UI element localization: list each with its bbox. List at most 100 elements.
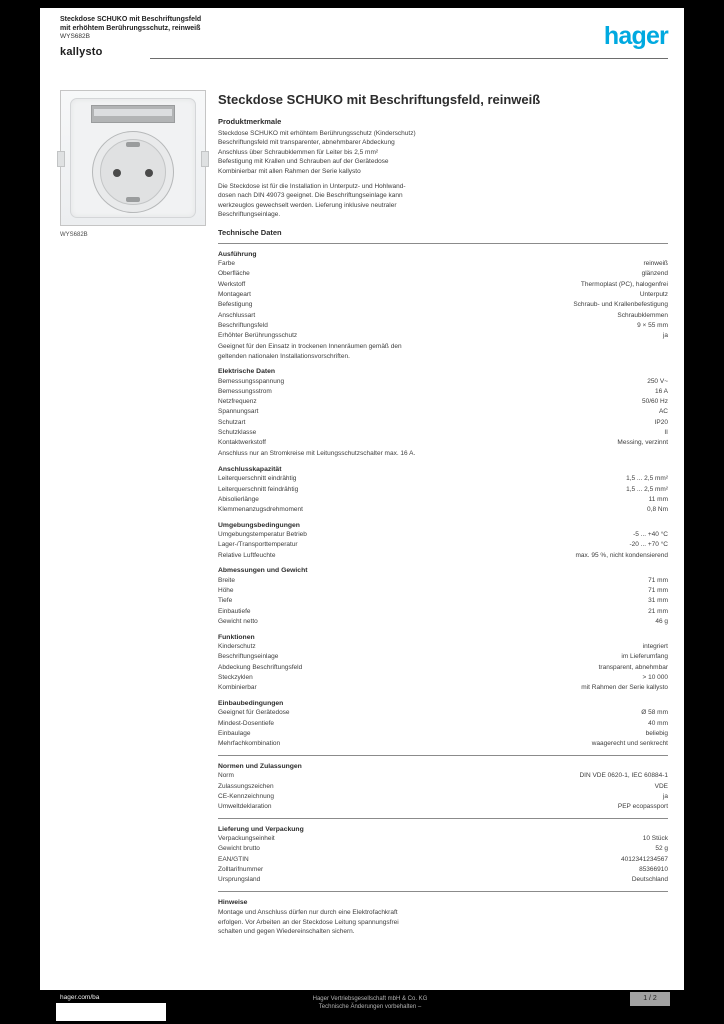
- spec-value: Deutschland: [631, 876, 668, 884]
- spec-value: 16 A: [654, 387, 668, 395]
- spec-label: Netzfrequenz: [218, 398, 257, 406]
- spec-label: Mindest-Dosentiefe: [218, 719, 274, 727]
- spec-label: Umgebungstemperatur Betrieb: [218, 531, 307, 539]
- section-heading: Hinweise: [218, 898, 248, 906]
- spec-value: ja: [662, 332, 668, 340]
- spec-value: Schraubklemmen: [617, 311, 668, 319]
- feature-line: Kombinierbar mit allen Rahmen der Serie …: [218, 167, 361, 175]
- spec-label: Anschlussart: [218, 311, 256, 319]
- footer-url: hager.com/ba: [60, 994, 100, 1001]
- section-divider: [218, 817, 668, 819]
- spec-label: Mehrfachkombination: [218, 740, 281, 748]
- spec-value: 4012341234567: [621, 855, 668, 863]
- spec-note: schalten und gegen Wiedereinschalten sic…: [218, 927, 355, 935]
- socket-recess: [92, 131, 174, 213]
- spec-label: Breite: [218, 576, 235, 584]
- tech-data-heading: Technische Daten: [218, 227, 282, 237]
- spec-label: EAN/GTIN: [218, 855, 249, 863]
- spec-value: im Lieferumfang: [621, 653, 668, 661]
- spec-row: Beschriftungsfeld 9 × 55 mm: [218, 322, 668, 331]
- spec-value: 21 mm: [648, 607, 668, 615]
- page-title: Steckdose SCHUKO mit Beschriftungsfeld, …: [218, 92, 541, 107]
- section-heading: Funktionen: [218, 633, 255, 641]
- spec-value: integriert: [642, 643, 668, 651]
- header-program-name: kallysto: [60, 45, 103, 58]
- spec-value: 9 × 55 mm: [637, 321, 668, 329]
- spec-value: 85366910: [639, 866, 668, 874]
- spec-value: 50/60 Hz: [641, 398, 668, 406]
- spec-label: Abdeckung Beschriftungsfeld: [218, 663, 303, 671]
- spec-row: Steckzyklen > 10 000: [218, 674, 668, 683]
- spec-label: Beschriftungseinlage: [218, 653, 279, 661]
- spec-row: Abdeckung Beschriftungsfeld transparent, …: [218, 664, 668, 673]
- spec-label: Gewicht brutto: [218, 845, 260, 853]
- spec-note: geltenden nationalen Installationsvorsch…: [218, 352, 350, 360]
- spec-label: Tiefe: [218, 597, 233, 605]
- spec-label: Montageart: [218, 291, 251, 298]
- spec-value: > 10 000: [642, 673, 668, 681]
- spec-label: Steckzyklen: [218, 673, 253, 681]
- spec-row: Netzfrequenz 50/60 Hz: [218, 398, 668, 407]
- mounting-tab-right: [201, 151, 209, 167]
- section-heading: Anschlusskapazität: [218, 465, 282, 473]
- earth-clip-top: [126, 142, 140, 147]
- earth-clip-bottom: [126, 197, 140, 202]
- spec-value: 31 mm: [648, 597, 668, 605]
- spec-value: beliebig: [645, 729, 668, 737]
- spec-label: Norm: [218, 772, 234, 780]
- spec-label: Gewicht netto: [218, 617, 258, 625]
- description-line: dosen nach DIN 49073 geeignet. Die Besch…: [218, 192, 403, 200]
- spec-row: Lager-/Transporttemperatur-20 ... +70 °C: [218, 541, 668, 550]
- section-heading: Elektrische Daten: [218, 368, 276, 375]
- spec-value: 10 Stück: [642, 835, 668, 843]
- spec-label: Kontaktwerkstoff: [218, 439, 266, 447]
- footer-center-text: Hager Vertriebsgesellschaft mbH & Co. KG…: [285, 995, 455, 1011]
- hager-logo: hager: [603, 22, 669, 50]
- spec-label: Beschriftungsfeld: [218, 321, 268, 329]
- section-divider: [218, 754, 668, 756]
- section-heading: Umgebungsbedingungen: [218, 521, 300, 529]
- spec-note: Anschluss nur an Stromkreise mit Leitung…: [218, 450, 416, 458]
- spec-value: transparent, abnehmbar: [598, 663, 668, 671]
- spec-value: 250 V~: [647, 377, 668, 385]
- mounting-tab-left: [57, 151, 65, 167]
- content-column: Steckdose SCHUKO mit Beschriftungsfeld, …: [218, 92, 668, 936]
- spec-label: Einbaulage: [218, 729, 251, 737]
- spec-value: Messing, verzinnt: [617, 439, 668, 447]
- spec-value: IP20: [654, 418, 668, 426]
- header-divider: [150, 58, 668, 59]
- footer-disclaimer: Technische Änderungen vorbehalten –: [318, 1004, 422, 1010]
- spec-value: PEP ecopassport: [617, 803, 668, 811]
- description-line: werkzeuglos gewechselt werden. Lieferung…: [218, 201, 397, 209]
- spec-value: ja: [662, 792, 668, 800]
- spec-label: Klemmenanzugsdrehmoment: [218, 506, 303, 514]
- spec-label: Abisolierlänge: [218, 495, 259, 503]
- spec-label: Lager-/Transporttemperatur: [218, 541, 298, 549]
- header-line: Steckdose SCHUKO mit Beschriftungsfeld: [60, 16, 202, 23]
- spec-value: 71 mm: [648, 587, 668, 595]
- spec-value: reinweiß: [643, 260, 668, 268]
- intro-heading: Produktmerkmale: [218, 117, 282, 126]
- spec-label: Leiterquerschnitt eindrähtig: [218, 475, 297, 483]
- spec-label: Zulassungszeichen: [218, 782, 274, 790]
- footer-page-number: 1 / 2: [630, 992, 670, 1006]
